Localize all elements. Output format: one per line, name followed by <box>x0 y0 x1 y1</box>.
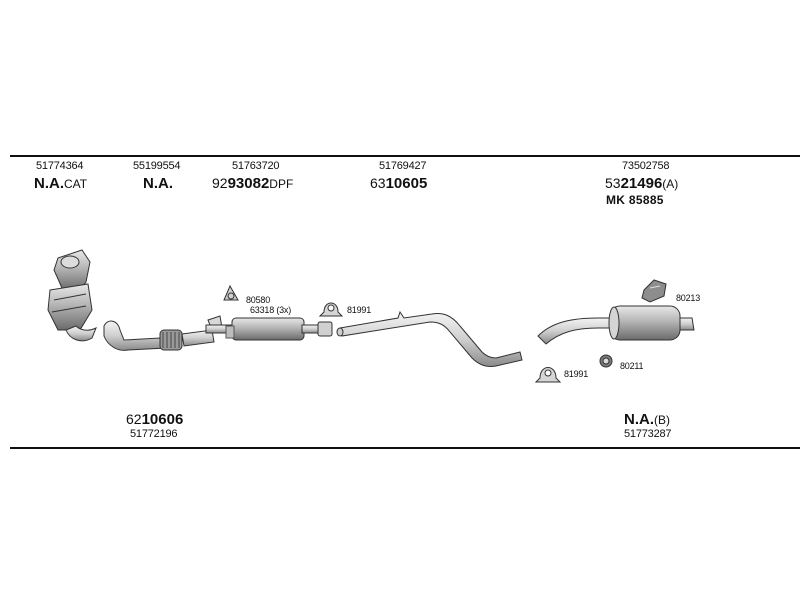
part-main-number: N.A. <box>143 175 173 192</box>
rear-silencer-drawing <box>537 305 695 345</box>
part-prefix: 92 <box>212 175 228 191</box>
rubber-mount-part-label: 80211 <box>620 361 644 371</box>
clamp-part-label: 81991 <box>564 369 589 379</box>
u-clamp-icon <box>534 367 562 383</box>
top-divider-line <box>10 155 800 157</box>
hanger-icon <box>641 279 667 303</box>
part-oe-number: 51763720 <box>232 160 280 172</box>
part-main-number: N.A. <box>34 175 64 192</box>
u-clamp-icon <box>318 302 344 317</box>
part-main-number: N.A. <box>624 411 654 428</box>
part-number-label: 6210606 <box>126 411 183 428</box>
part-suffix: (A) <box>662 177 679 191</box>
part-number-label: N.A.CAT <box>34 175 87 192</box>
part-main-number: 10605 <box>385 175 428 192</box>
part-main-number: 10606 <box>141 411 184 428</box>
part-number-label: 9293082DPF <box>212 175 293 192</box>
part-main-number: 93082 <box>227 175 270 192</box>
part-main-number: 21496 <box>620 175 663 192</box>
part-number-label: 6310605 <box>370 175 427 192</box>
part-number-label: 5321496(A) <box>605 175 678 192</box>
part-suffix: DPF <box>269 177 294 191</box>
part-oe-number: 51772196 <box>130 428 178 440</box>
part-number-label: N.A. <box>143 175 173 192</box>
rubber-mount-icon <box>599 354 613 368</box>
center-pipe-drawing <box>336 310 523 367</box>
part-oe-number: 55199554 <box>133 160 181 172</box>
clamp-part-label: 80580 <box>246 295 271 305</box>
part-oe-number: 51769427 <box>379 160 427 172</box>
front-pipe-drawing <box>103 315 223 351</box>
clamp-icon <box>223 284 239 301</box>
mounting-kit-label: MK 85885 <box>606 193 664 207</box>
gasket-part-label: 63318 (3x) <box>250 305 292 315</box>
catalytic-converter-drawing <box>47 249 97 342</box>
part-prefix: 62 <box>126 411 142 427</box>
clamp-part-label: 81991 <box>347 305 372 315</box>
part-prefix: 53 <box>605 175 621 191</box>
part-oe-number: 73502758 <box>622 160 670 172</box>
dpf-pipe-drawing <box>205 317 333 341</box>
part-suffix: CAT <box>64 177 88 191</box>
part-oe-number: 51774364 <box>36 160 84 172</box>
part-prefix: 63 <box>370 175 386 191</box>
bottom-divider-line <box>10 447 800 449</box>
part-oe-number: 51773287 <box>624 428 672 440</box>
part-number-label: N.A.(B) <box>624 411 670 428</box>
gasket-icon <box>225 325 235 339</box>
hanger-part-label: 80213 <box>676 293 701 303</box>
part-suffix: (B) <box>654 413 670 427</box>
